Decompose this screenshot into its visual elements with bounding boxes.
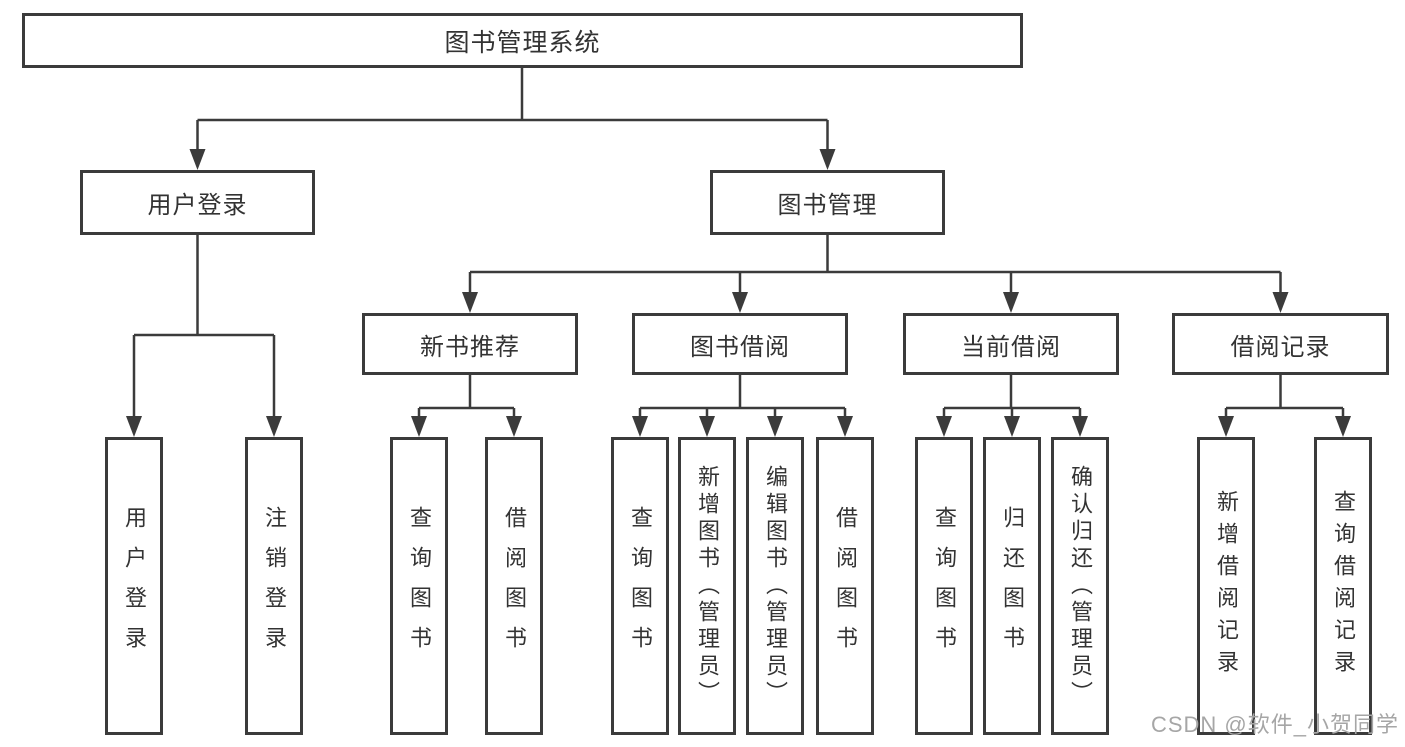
node-label: 图书管理系统	[444, 28, 601, 57]
node-label: 新增图书（管理员）	[695, 464, 720, 708]
leaf-query-books-current: 查询图书	[915, 437, 973, 735]
node-label: 查询图书	[407, 506, 432, 666]
node-label: 图书管理	[777, 192, 878, 219]
node-label: 用户登录	[122, 506, 147, 666]
arrowhead-icons	[126, 149, 1351, 437]
node-label: 借阅记录	[1230, 333, 1331, 361]
node-label: 新增借阅记录	[1214, 490, 1239, 682]
node-label: 查询图书	[932, 506, 957, 666]
node-new-book-recommendation: 新书推荐	[362, 313, 578, 375]
leaf-return-books: 归还图书	[983, 437, 1041, 735]
leaf-add-book-admin: 新增图书（管理员）	[678, 437, 736, 735]
node-label: 查询图书	[628, 506, 653, 666]
node-label: 查询借阅记录	[1331, 490, 1356, 682]
node-book-borrowing: 图书借阅	[632, 313, 848, 375]
node-label: 当前借阅	[961, 333, 1061, 361]
leaf-logout: 注销登录	[245, 437, 303, 735]
leaf-borrow-books-borrowing: 借阅图书	[816, 437, 874, 735]
node-borrowing-records: 借阅记录	[1172, 313, 1389, 375]
node-label: 注销登录	[262, 506, 287, 666]
node-user-login: 用户登录	[80, 170, 315, 235]
node-current-borrowing: 当前借阅	[903, 313, 1119, 375]
leaf-user-login: 用户登录	[105, 437, 163, 735]
leaf-borrow-books-recommend: 借阅图书	[485, 437, 543, 735]
leaf-query-books-borrowing: 查询图书	[611, 437, 669, 735]
leaf-query-borrow-record: 查询借阅记录	[1314, 437, 1372, 735]
node-label: 确认归还（管理员）	[1068, 464, 1093, 708]
watermark-text: CSDN @软件_小贺同学	[1150, 712, 1399, 737]
node-label: 新书推荐	[420, 333, 520, 361]
leaf-confirm-return-admin: 确认归还（管理员）	[1051, 437, 1109, 735]
node-label: 归还图书	[1000, 506, 1025, 666]
node-label: 编辑图书（管理员）	[763, 464, 788, 708]
node-library-management-system: 图书管理系统	[22, 13, 1023, 68]
leaf-add-borrow-record: 新增借阅记录	[1197, 437, 1255, 735]
node-label: 借阅图书	[833, 506, 858, 666]
node-label: 图书借阅	[690, 333, 790, 361]
leaf-edit-book-admin: 编辑图书（管理员）	[746, 437, 804, 735]
node-label: 用户登录	[147, 192, 248, 219]
leaf-query-books-recommend: 查询图书	[390, 437, 448, 735]
node-label: 借阅图书	[502, 506, 527, 666]
node-book-management: 图书管理	[710, 170, 945, 235]
